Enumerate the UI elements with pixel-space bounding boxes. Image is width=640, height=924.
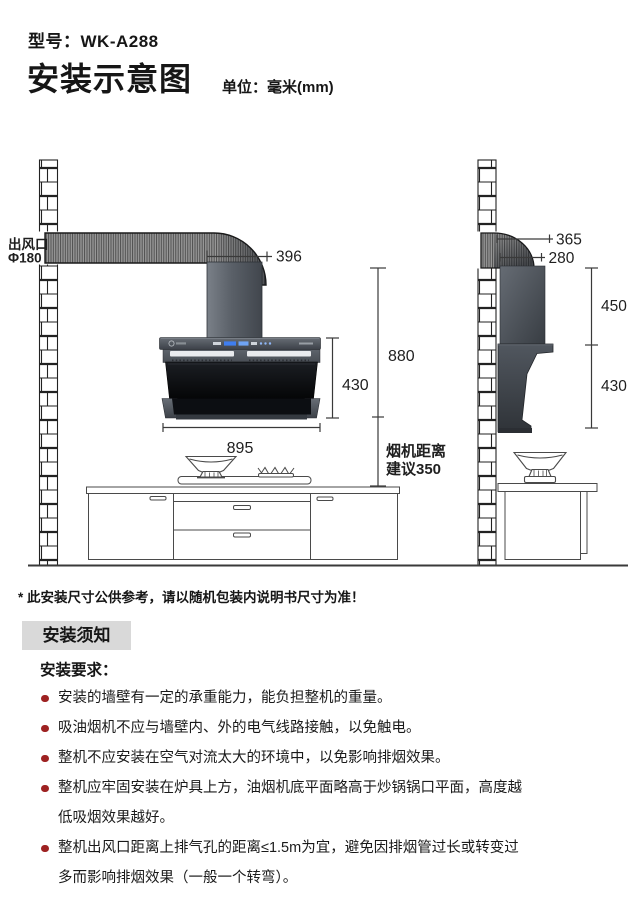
install-requirements-subtitle: 安装要求： [40, 662, 118, 679]
duct-bend-shading-side [494, 233, 534, 268]
dim-450-label: 450 [601, 298, 627, 315]
install-requirements-list: 安装的墙壁有一定的承重能力，能负担整机的重量。 吸油烟机不应与墙壁内、外的电气线… [40, 683, 522, 893]
model-number: 型号：WK-A288 [28, 32, 159, 51]
distance-note-line1: 烟机距离 [386, 442, 446, 460]
outlet-label-line1: 出风口 [8, 236, 49, 252]
brand-logo-icon [168, 340, 186, 347]
dim-280 [499, 253, 545, 262]
hood-side-base [498, 428, 532, 433]
control-lights-icon [213, 341, 272, 346]
wok-icon [184, 455, 238, 479]
dim-880-label: 880 [388, 348, 415, 365]
range-hood-side-profile [497, 343, 554, 433]
dim-430-side-label: 430 [601, 378, 627, 395]
brick-wall-column-right [477, 159, 497, 566]
hood-chimney-side [499, 265, 546, 345]
kitchen-cabinet-side [497, 483, 598, 560]
countertop [86, 486, 400, 494]
vent-slot-right [247, 351, 311, 357]
page-title: 安装示意图 [27, 61, 193, 97]
dim-895 [162, 423, 321, 432]
door-handle-left [149, 496, 167, 501]
side-view: 365 280 450 430 [476, 159, 627, 566]
hood-chimney-front [206, 261, 263, 340]
kitchen-cabinet-front [86, 476, 400, 560]
installation-diagram: 396 430 880 895 出风口 Φ180 烟机 [8, 159, 628, 567]
requirement-item-1: 安装的墙壁有一定的承重能力，能负担整机的重量。 [40, 683, 522, 713]
model-text-mark [299, 342, 313, 345]
dim-396-label: 396 [276, 249, 302, 266]
dim-430-front-label: 430 [342, 377, 369, 394]
requirement-item-5: 整机出风口距离上排气孔的距离≤1.5m为宜，避免因排烟管过长或转变过多而影响排烟… [40, 833, 522, 893]
vent-slot-left [170, 351, 234, 357]
countertop-side [497, 483, 598, 492]
outlet-label-line2: Φ180 [8, 251, 42, 266]
door-handle-right [316, 496, 334, 501]
dim-365 [496, 234, 553, 243]
dim-880 [370, 267, 386, 487]
requirement-item-3: 整机不应安装在空气对流太大的环境中，以免影响排烟效果。 [40, 743, 522, 773]
drawer-handle-2 [233, 532, 251, 538]
hood-bottom-bar [176, 414, 307, 420]
brick-wall-column-left [38, 159, 59, 566]
cabinet-body-side [504, 491, 581, 560]
unit-label: 单位：毫米(mm) [222, 79, 334, 96]
front-view: 396 430 880 895 出风口 Φ180 烟机 [8, 159, 446, 566]
dim-396 [206, 250, 272, 263]
range-hood-front [159, 337, 321, 420]
cabinet-body [88, 493, 398, 560]
hood-glass-panel [165, 361, 318, 399]
cabinet-side-panel [580, 491, 588, 554]
hood-lower-glass [172, 398, 311, 415]
requirement-item-4: 整机应牢固安装在炉具上方，油烟机底平面略高于炒锅锅口平面，高度越低吸烟效果越好。 [40, 773, 522, 833]
section-header-install-notice: 安装须知 [22, 621, 131, 650]
drawer-handle-1 [233, 505, 251, 510]
dimension-disclaimer: * 此安装尺寸公供参考，请以随机包装内说明书尺寸为准！ [18, 590, 365, 605]
dim-430-front [326, 337, 339, 419]
burner-grate-icon [257, 466, 295, 478]
dim-365-label: 365 [556, 232, 582, 249]
distance-note-line2: 建议350 [386, 460, 441, 478]
dim-895-label: 895 [227, 440, 254, 457]
wok-icon-side [512, 451, 568, 484]
dim-450-430-side [585, 267, 598, 429]
dim-280-label: 280 [549, 250, 575, 267]
requirement-item-2: 吸油烟机不应与墙壁内、外的电气线路接触，以免触电。 [40, 713, 522, 743]
